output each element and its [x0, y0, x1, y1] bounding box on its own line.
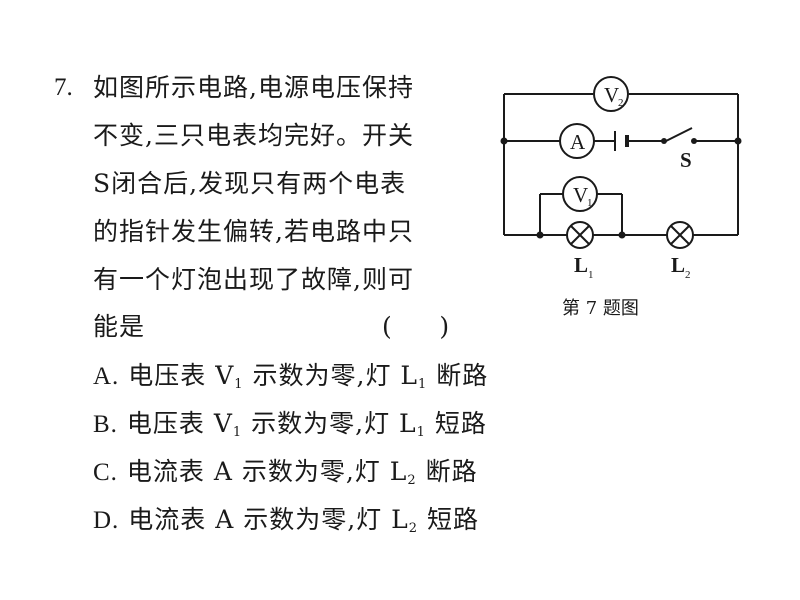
figure-caption: 第 7 题图 — [562, 298, 639, 319]
lamp-l1-label: L — [574, 253, 588, 277]
subscript: 1 — [416, 425, 426, 440]
option-c[interactable]: C. 电流表 A 示数为零,灯 L2 断路 — [93, 456, 478, 489]
circuit-figure: V 2 A V 1 S L 1 L 2 第 7 题图 — [490, 60, 760, 334]
question-stem-line: 能是 — [93, 312, 146, 341]
meter-v1-sub: 1 — [587, 197, 593, 209]
option-letter: A. — [93, 363, 120, 390]
junction-dot — [618, 231, 626, 239]
option-letter: D. — [93, 507, 120, 534]
subscript: 2 — [407, 473, 417, 488]
switch-label: S — [680, 148, 692, 172]
meter-v1-label: V — [573, 183, 588, 207]
meter-v2-sub: 2 — [618, 97, 624, 109]
answer-bracket: ( ) — [382, 312, 450, 341]
option-a[interactable]: A. 电压表 V1 示数为零,灯 L1 断路 — [93, 360, 488, 393]
lamp-l1-sub: 1 — [588, 269, 594, 281]
question-stem-line: 的指针发生偏转,若电路中只 — [93, 217, 414, 246]
option-text: 电压表 V — [128, 361, 235, 390]
option-letter: B. — [93, 411, 118, 438]
question-stem-line: 有一个灯泡出现了故障,则可 — [93, 265, 414, 294]
question-stem-line: 不变,三只电表均完好。开关 — [93, 121, 414, 150]
option-text: 短路 — [425, 409, 487, 438]
option-text: 短路 — [418, 505, 479, 534]
circuit-diagram: V 2 A V 1 S L 1 L 2 第 7 题图 — [500, 76, 742, 319]
junction-dot — [536, 231, 544, 239]
question-stem-line: 如图所示电路,电源电压保持 — [93, 73, 414, 102]
switch-blade — [665, 127, 693, 142]
subscript: 2 — [408, 521, 418, 536]
option-text: 电流表 A 示数为零,灯 L — [128, 505, 409, 534]
ammeter-icon — [559, 123, 595, 159]
lamp-l2-label: L — [671, 253, 685, 277]
option-text: 断路 — [416, 457, 478, 486]
option-text: 电压表 V — [126, 409, 233, 438]
option-letter: C. — [93, 459, 118, 486]
subscript: 1 — [418, 377, 428, 392]
option-text: 电流表 A 示数为零,灯 L — [126, 457, 408, 486]
option-b[interactable]: B. 电压表 V1 示数为零,灯 L1 短路 — [93, 408, 487, 441]
option-d[interactable]: D. 电流表 A 示数为零,灯 L2 短路 — [93, 504, 479, 537]
switch-contact — [661, 138, 667, 144]
junction-dot — [500, 137, 508, 145]
meter-v2-label: V — [604, 83, 619, 107]
option-text: 示数为零,灯 L — [242, 409, 417, 438]
question-number: 7. — [54, 74, 73, 101]
subscript: 1 — [232, 425, 243, 440]
option-text: 示数为零,灯 L — [243, 361, 419, 390]
question-stem-line: S闭合后,发现只有两个电表 — [93, 169, 407, 198]
junction-dot — [734, 137, 742, 145]
switch-contact — [691, 138, 697, 144]
subscript: 1 — [234, 377, 244, 392]
voltmeter-v1-icon — [562, 176, 598, 212]
option-text: 断路 — [427, 361, 489, 390]
voltmeter-v2-icon — [593, 76, 629, 112]
meter-a-label: A — [570, 130, 586, 154]
lamp-l2-sub: 2 — [685, 269, 691, 281]
